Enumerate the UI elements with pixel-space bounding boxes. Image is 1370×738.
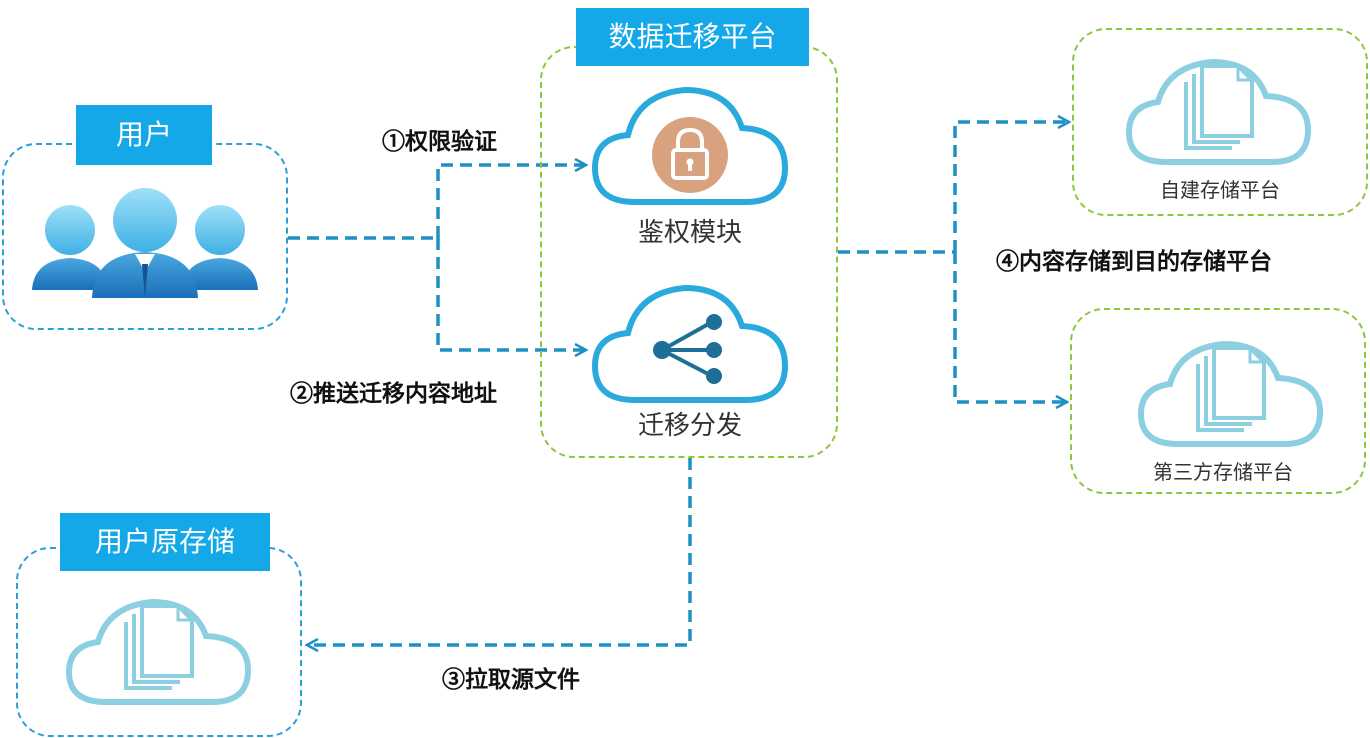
self-built-storage-label: 自建存储平台 (1160, 178, 1280, 202)
distribution-label: 迁移分发 (637, 411, 742, 441)
self-built-storage-box (1072, 28, 1368, 216)
connector-to-third-party (953, 252, 1066, 402)
auth-module-label: 鉴权模块 (637, 218, 742, 248)
connector-to-source-storage (308, 458, 692, 645)
source-storage-title: 用户原存储 (60, 513, 270, 571)
connector-to-self-built (953, 122, 1068, 252)
distribution-cloud-icon (591, 284, 789, 403)
step-3-label: ③拉取源文件 (442, 666, 580, 693)
third-party-storage-box (1070, 308, 1366, 494)
users-group-icon (32, 188, 258, 298)
platform-title: 数据迁移平台 (576, 8, 809, 66)
third-party-storage-label: 第三方存储平台 (1153, 460, 1293, 484)
user-title: 用户 (76, 105, 212, 165)
auth-cloud-icon (591, 86, 789, 205)
source-storage-cloud-icon (65, 598, 252, 705)
connector-to-auth (436, 165, 585, 238)
connector-to-distribution (436, 238, 585, 350)
step-1-label: ①权限验证 (382, 128, 497, 155)
third-party-cloud-icon (1137, 340, 1324, 447)
step-2-label: ②推送迁移内容地址 (290, 380, 497, 407)
step-4-label: ④内容存储到目的存储平台 (996, 248, 1272, 275)
self-built-cloud-icon (1125, 58, 1312, 165)
